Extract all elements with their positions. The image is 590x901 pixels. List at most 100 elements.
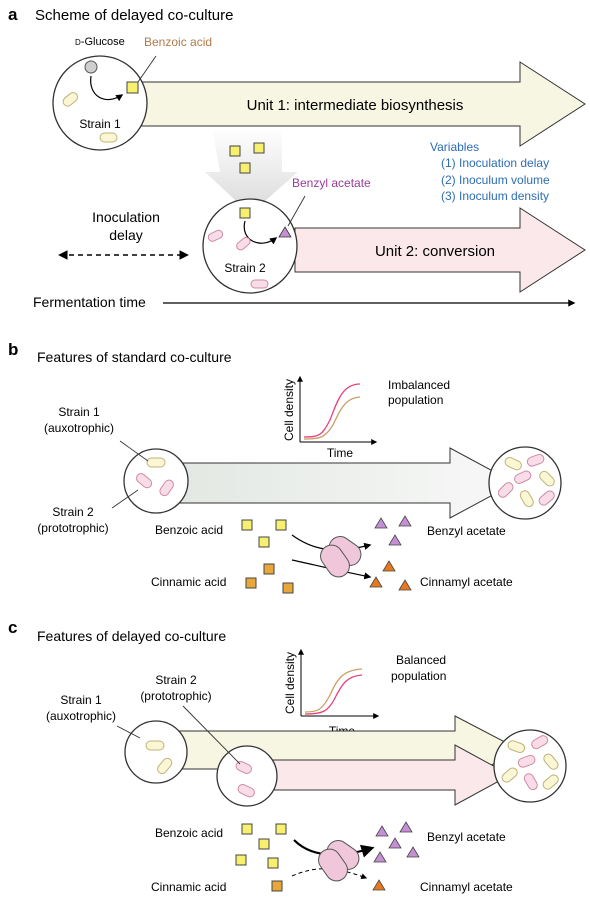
chart-c-note-line2: population	[391, 669, 446, 683]
strain2-cell	[517, 754, 536, 768]
benzyl-acetate-triangle	[399, 821, 413, 833]
strain2-cell	[207, 229, 224, 242]
glucose-rest: -Glucose	[81, 36, 125, 48]
strain2-cell	[235, 760, 252, 774]
strain2-label-line2: (prototrophic)	[37, 521, 108, 535]
cinnamyl-label: Cinnamyl acetate	[420, 575, 513, 589]
strain1-vessel	[52, 55, 148, 151]
cinnamyl-acetate-triangle	[369, 576, 383, 588]
benzoic-acid-square	[229, 145, 241, 157]
benzoic-acid-square	[235, 854, 247, 866]
strain1-label-line1: Strain 1	[58, 405, 100, 419]
benzyl-acetate-triangle	[278, 226, 292, 238]
cinnamic-acid-square	[271, 880, 283, 892]
cinnamic-acid-square	[282, 582, 294, 594]
strain1-label-line2: (auxotrophic)	[46, 709, 116, 723]
chart-c-curve-strain1	[304, 668, 363, 713]
unit2-arrow	[294, 207, 586, 293]
strain1-cell	[157, 757, 173, 775]
variables-title: Variables	[430, 140, 479, 154]
panel-c: c Features of delayed co-culture Cell de…	[8, 618, 567, 894]
strain2-cell	[159, 479, 174, 497]
strain2-label: Strain 2	[224, 261, 266, 275]
enzyme-cell	[318, 848, 348, 882]
benzoic-acid-square	[258, 838, 270, 850]
benzoic-acid-square	[126, 81, 139, 94]
strain2-pointer	[111, 489, 139, 509]
variable-item: (2) Inoculum volume	[441, 173, 550, 187]
panel-a: a Scheme of delayed co-culture Unit 1: i…	[8, 5, 586, 310]
chart-b-note-line1: Imbalanced	[388, 378, 450, 392]
cinnamyl-label: Cinnamyl acetate	[420, 880, 513, 894]
strain2-cell	[523, 773, 538, 791]
strain1-cell	[519, 490, 534, 508]
benzyl-acetate-triangle	[406, 846, 420, 858]
start-vessel	[123, 448, 189, 514]
unit1-label: Unit 1: intermediate biosynthesis	[247, 97, 464, 114]
chart-c-note-line1: Balanced	[396, 653, 446, 667]
benzyl-label: Benzyl acetate	[427, 524, 506, 538]
panel-a-letter: a	[8, 5, 18, 24]
benzoic-acid-square	[239, 162, 251, 174]
chart-c-ylabel: Cell density	[283, 652, 297, 714]
delay-label-line1: Inoculation	[92, 209, 160, 225]
strain2-label-line1: Strain 2	[52, 505, 94, 519]
cinnamyl-acetate-triangle	[398, 579, 412, 591]
strain1-pointer	[119, 440, 149, 462]
variable-item: (1) Inoculation delay	[441, 156, 549, 170]
cinnamic-acid-square	[245, 577, 257, 589]
strain2-cell	[135, 473, 153, 489]
strain1-pointer	[116, 725, 141, 739]
benzyl-pointer	[287, 195, 306, 227]
strain2-cell	[250, 279, 269, 289]
cinnamic-label: Cinnamic acid	[151, 575, 226, 589]
strain1-cell	[146, 457, 166, 468]
benzyl-acetate-triangle	[374, 517, 388, 529]
benzyl-acetate-triangle	[398, 515, 412, 527]
benzyl-label: Benzyl acetate	[427, 830, 506, 844]
benzoic-acid-square	[253, 142, 265, 154]
chart-b-note-line2: population	[388, 393, 443, 407]
chart-b-curve-strain1	[303, 396, 361, 440]
benzyl-label: Benzyl acetate	[292, 176, 371, 190]
benzoic-acid-square	[241, 519, 253, 531]
strain1-label: Strain 1	[79, 117, 121, 131]
benzyl-acetate-triangle	[375, 825, 389, 837]
strain1-cell	[99, 132, 118, 143]
strain2-cell	[531, 735, 549, 750]
benzoic-acid-square	[241, 823, 253, 835]
strain2-culture-arrow	[239, 744, 512, 806]
benzoic-acid-square	[267, 857, 279, 869]
strain1-cell	[543, 753, 559, 770]
benzoic-pointer	[137, 55, 157, 83]
strain2-label-line1: Strain 2	[155, 673, 197, 687]
chart-c-curve-strain2	[304, 674, 363, 715]
strain2-cell	[237, 783, 255, 798]
enzyme-cell	[320, 544, 350, 578]
strain1-vessel	[124, 720, 188, 784]
benzoic-acid-square	[258, 536, 270, 548]
benzoic-label: Benzoic acid	[155, 826, 223, 840]
benzoic-acid-square	[275, 519, 287, 531]
biosynthesis-arrow	[90, 75, 124, 102]
chart-b-xlabel: Time	[327, 446, 354, 460]
benzoic-label: Benzoic acid	[155, 523, 223, 537]
benzoic-acid-square	[239, 207, 251, 219]
unit1-arrow	[129, 61, 586, 147]
panel-b-title: Features of standard co-culture	[37, 349, 232, 365]
culture-arrow	[179, 447, 517, 519]
benzyl-acetate-triangle	[388, 534, 402, 546]
strain2-cell	[497, 482, 514, 498]
panel-a-title: Scheme of delayed co-culture	[35, 7, 233, 24]
strain2-pointer	[182, 705, 241, 765]
unit2-label: Unit 2: conversion	[375, 243, 495, 260]
strain2-cell	[538, 490, 555, 506]
strain1-cell	[501, 767, 518, 783]
strain2-cell	[236, 236, 251, 251]
glucose-prefix: D	[75, 38, 81, 47]
transfer-arrow	[205, 128, 298, 214]
cinnamyl-acetate-triangle	[382, 560, 396, 572]
chart-b-ylabel: Cell density	[282, 379, 296, 441]
chart-b-curve-strain2	[303, 383, 361, 438]
